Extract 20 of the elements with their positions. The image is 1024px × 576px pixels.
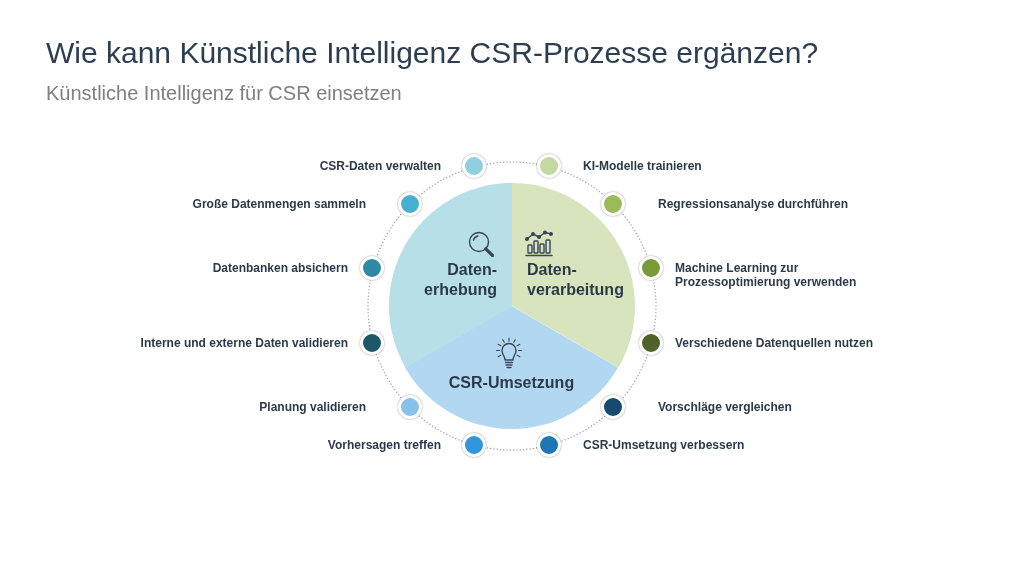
- segment-title: Daten- erhebung: [424, 260, 497, 300]
- item-label: CSR-Umsetzung verbessern: [583, 437, 745, 452]
- item-label: KI-Modelle trainieren: [583, 159, 702, 174]
- segment-title: CSR-Umsetzung: [448, 373, 575, 393]
- pie-segment: [511, 182, 635, 367]
- item-label: Vorhersagen treffen: [327, 437, 441, 452]
- item-label: Verschiedene Datenquellen nutzen: [675, 335, 874, 350]
- pie-segment: [388, 182, 512, 367]
- item-label: Große Datenmengen sammeln: [192, 196, 366, 211]
- subtitle: Künstliche Intelligenz für CSR einsetzen: [46, 81, 402, 105]
- item-label: Regressionsanalyse durchführen: [658, 196, 849, 211]
- segment-title: Daten- verarbeitung: [527, 260, 624, 300]
- item-label: Datenbanken absichern: [212, 261, 348, 276]
- item-label: Vorschläge vergleichen: [658, 400, 792, 415]
- page-title: Wie kann Künstliche Intelligenz CSR-Prozesse ergänzen?: [46, 35, 819, 71]
- item-label: Planung validieren: [259, 400, 366, 415]
- pie-segment: [404, 305, 618, 429]
- item-label: Interne und externe Daten validieren: [140, 335, 348, 350]
- item-label: Machine Learning zur Prozessoptimierung verwenden: [675, 261, 858, 290]
- item-label: CSR-Daten verwalten: [319, 159, 441, 174]
